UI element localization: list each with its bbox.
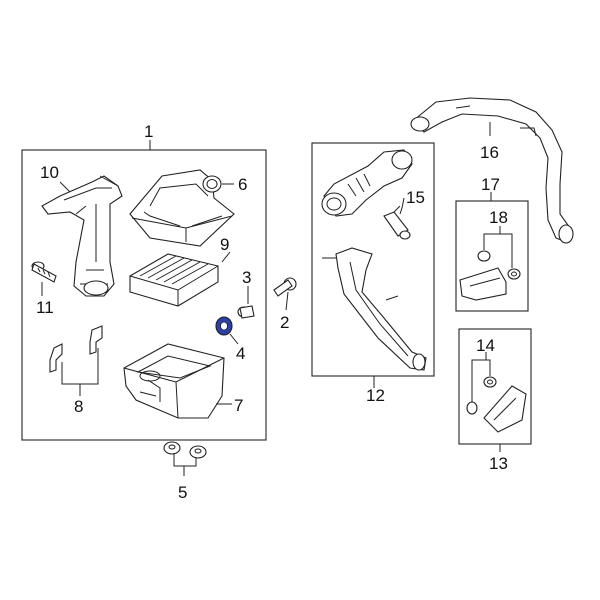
grommet-3-part [237, 305, 255, 319]
air-filter-element-part [129, 253, 219, 307]
air-cleaner-assembly-frame [21, 149, 267, 441]
callout-11: 11 [36, 298, 54, 317]
callout-7: 7 [234, 396, 243, 415]
callout-9: 9 [220, 235, 229, 254]
callout-6: 6 [238, 175, 247, 194]
bracket-lower-frame [458, 328, 532, 445]
air-duct-part [321, 149, 427, 371]
sensor-15-part [383, 205, 411, 240]
bracket-upper-frame [455, 200, 529, 312]
callout-10: 10 [40, 163, 59, 182]
callout-16: 16 [480, 143, 499, 162]
callout-3: 3 [242, 268, 251, 287]
insulator-4-part [215, 316, 233, 336]
callout-4: 4 [236, 344, 245, 363]
air-cleaner-cover-part [129, 169, 235, 247]
clips-8-part [49, 325, 103, 373]
lower-housing-part [123, 343, 225, 419]
callout-1: 1 [144, 122, 153, 141]
grommets-5-part [163, 441, 207, 459]
leader-lines [41, 122, 513, 476]
bolt-2-part [273, 277, 297, 297]
bracket-13-part [466, 376, 527, 433]
callout-17: 17 [481, 175, 500, 194]
callout-13: 13 [489, 454, 508, 473]
callout-15: 15 [406, 188, 425, 207]
callout-8: 8 [74, 397, 83, 416]
bracket-17-part [459, 250, 521, 301]
hose-16-part [410, 97, 574, 244]
callout-5: 5 [178, 483, 187, 502]
callout-2: 2 [280, 313, 289, 332]
callout-18: 18 [489, 208, 508, 227]
callout-14: 14 [476, 336, 495, 355]
outlet-duct-part [41, 175, 123, 297]
callout-12: 12 [366, 386, 385, 405]
air-duct-frame [311, 142, 435, 377]
bolt-11-part [31, 261, 57, 283]
